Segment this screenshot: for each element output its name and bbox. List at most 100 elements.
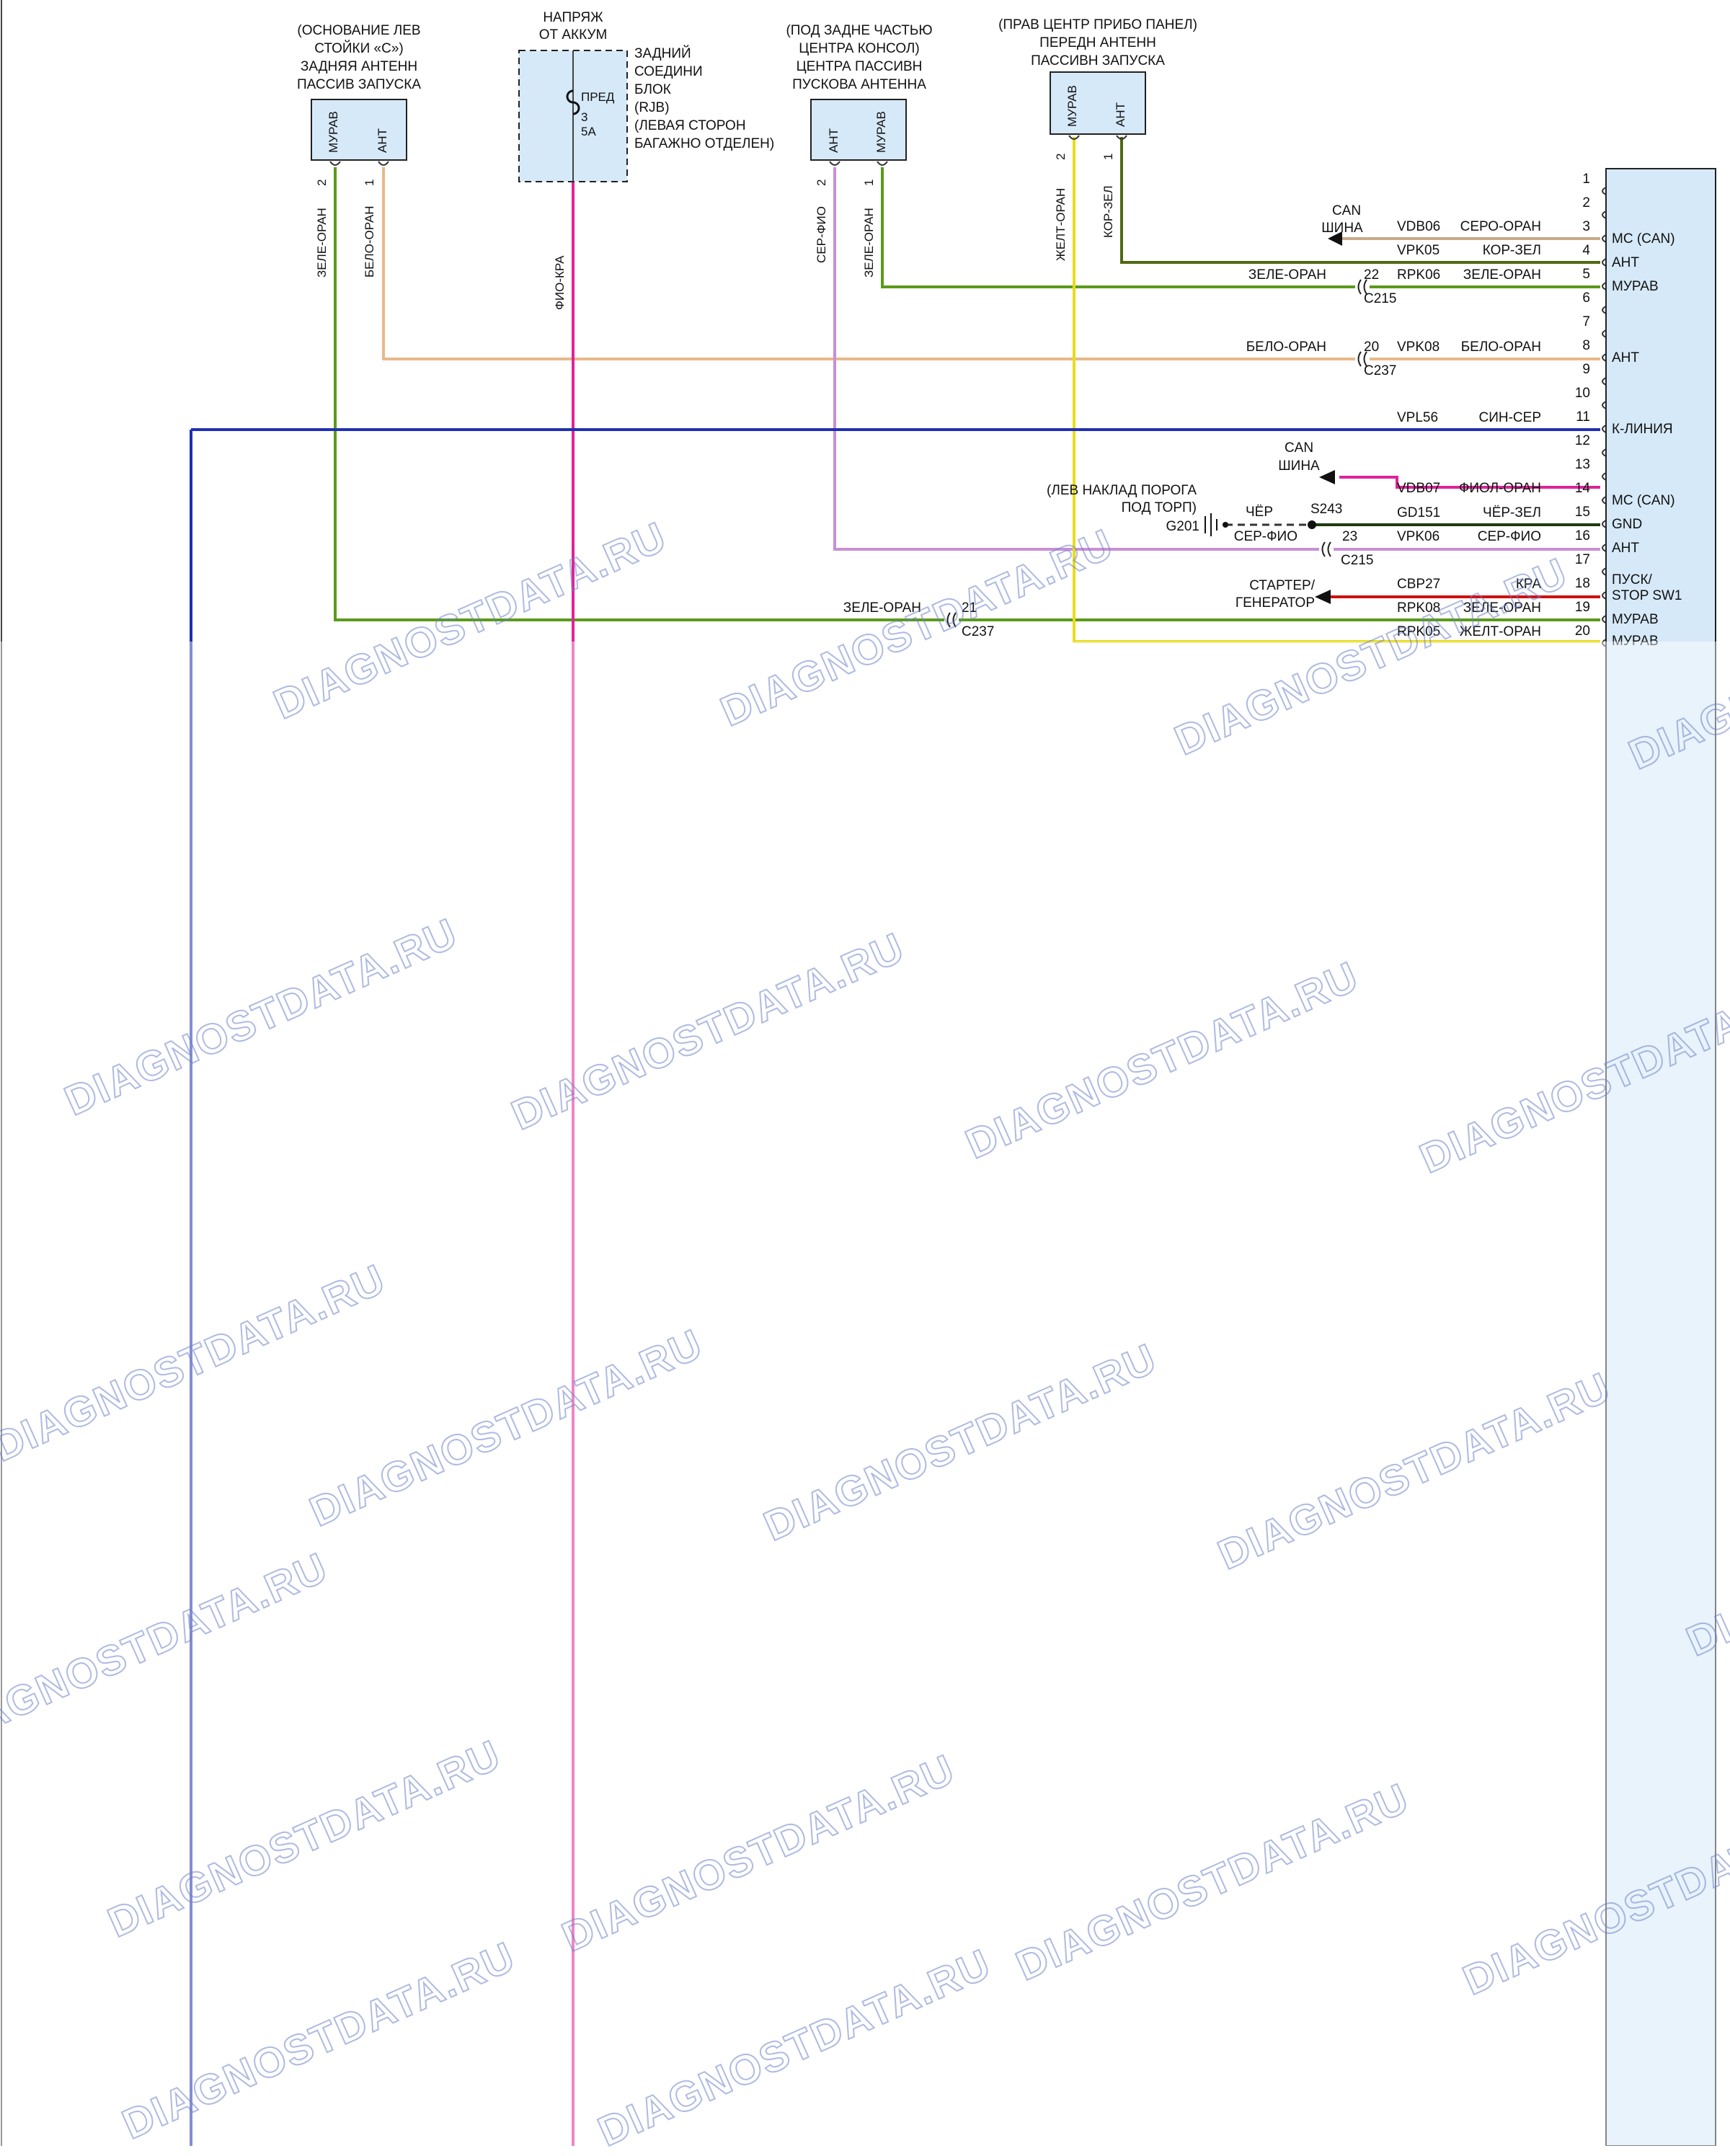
svg-text:МУРАВ: МУРАВ (1612, 612, 1659, 627)
rear-antenna-caption: (ОСНОВАНИЕ ЛЕВ СТОЙКИ «С») ЗАДНЯЯ АНТЕНН… (297, 23, 421, 92)
module-pin-number: 20 (1575, 624, 1590, 639)
module-pin-number: 17 (1575, 552, 1590, 567)
vlabel-front-b: КОР-ЗЕЛ (1101, 185, 1115, 238)
wires (191, 137, 1600, 2146)
svg-text:RPK06: RPK06 (1397, 267, 1440, 283)
svg-text:БАГАЖНО ОТДЕЛЕН): БАГАЖНО ОТДЕЛЕН) (634, 136, 774, 151)
console-antenna-caption: (ПОД ЗАДНЕ ЧАСТЬЮ ЦЕНТРА КОНСОЛ) ЦЕНТРА … (786, 23, 932, 92)
vlabel-front-a: ЖЕЛТ-ОРАН (1054, 188, 1068, 261)
svg-text:ПАССИВН ЗАПУСКА: ПАССИВН ЗАПУСКА (1031, 53, 1165, 68)
can-arrow-2 (1319, 470, 1335, 484)
svg-text:ПОД ТОРП): ПОД ТОРП) (1122, 500, 1197, 515)
module-pin-number: 18 (1575, 576, 1590, 591)
vlabel-console-a: СЕР-ФИО (815, 206, 828, 263)
module-pin-number: 19 (1575, 600, 1590, 615)
svg-text:АНТ: АНТ (1612, 541, 1639, 556)
svg-text:3: 3 (581, 110, 587, 124)
svg-text:VPK05: VPK05 (1397, 243, 1440, 258)
svg-text:(RJB): (RJB) (634, 100, 670, 115)
rear-pin-num-a: 2 (315, 179, 329, 186)
module-pin-number: 12 (1575, 433, 1590, 448)
svg-text:22: 22 (1364, 267, 1379, 283)
svg-text:ПЕРЕДН АНТЕНН: ПЕРЕДН АНТЕНН (1039, 35, 1156, 50)
svg-text:VPK08: VPK08 (1397, 340, 1440, 355)
vlabel-console-b: ЗЕЛЕ-ОРАН (862, 208, 876, 278)
svg-text:СТАРТЕР/: СТАРТЕР/ (1249, 578, 1316, 593)
svg-text:АНТ: АНТ (1612, 350, 1639, 365)
svg-text:CAN: CAN (1332, 203, 1361, 218)
rear-antenna-box (311, 99, 407, 160)
rjb-top-caption: НАПРЯЖ ОТ АККУМ (539, 10, 608, 43)
svg-text:VPK06: VPK06 (1397, 529, 1440, 544)
svg-text:ПРЕД: ПРЕД (581, 90, 615, 104)
vlabel-rear-b: БЕЛО-ОРАН (363, 205, 376, 278)
module-pin-number: 1 (1582, 172, 1590, 187)
svg-text:ШИНА: ШИНА (1321, 221, 1363, 236)
ground-symbol (1205, 513, 1217, 536)
svg-text:(ЛЕВАЯ СТОРОН: (ЛЕВАЯ СТОРОН (634, 118, 746, 133)
module-pin-number: 7 (1582, 314, 1590, 329)
svg-text:STOP SW1: STOP SW1 (1612, 588, 1682, 603)
svg-text:CBP27: CBP27 (1397, 577, 1440, 592)
svg-text:C215: C215 (1341, 553, 1373, 568)
svg-text:VDB06: VDB06 (1397, 219, 1440, 234)
console-pin-murav: МУРАВ (874, 111, 888, 153)
svg-text:КОР-ЗЕЛ: КОР-ЗЕЛ (1483, 243, 1541, 258)
front-pin-num-a: 2 (1054, 154, 1068, 160)
svg-text:ЧЁР-ЗЕЛ: ЧЁР-ЗЕЛ (1483, 505, 1541, 520)
vlabel-rjb: ФИО-КРА (553, 255, 567, 310)
svg-text:СЕРО-ОРАН: СЕРО-ОРАН (1460, 219, 1541, 234)
svg-text:(ПОД ЗАДНЕ ЧАСТЬЮ: (ПОД ЗАДНЕ ЧАСТЬЮ (786, 23, 932, 38)
module-pin-number: 8 (1582, 338, 1590, 353)
svg-text:C215: C215 (1364, 291, 1396, 306)
svg-text:23: 23 (1342, 529, 1357, 544)
svg-text:C237: C237 (1364, 363, 1396, 378)
svg-text:VDB07: VDB07 (1397, 481, 1440, 496)
splice-dot (1308, 520, 1316, 529)
module-pin-number: 3 (1582, 219, 1590, 234)
front-pin-murav: МУРАВ (1065, 85, 1079, 127)
svg-text:СЕР-ФИО: СЕР-ФИО (1478, 529, 1541, 544)
svg-text:МС (CAN): МС (CAN) (1612, 231, 1675, 247)
svg-text:АНТ: АНТ (1612, 255, 1639, 270)
svg-text:ОТ АККУМ: ОТ АККУМ (539, 27, 608, 43)
module-pin-number: 5 (1582, 267, 1590, 282)
console-pin-ant: АНТ (827, 128, 840, 153)
module-pin-number: 14 (1575, 481, 1591, 496)
svg-text:5А: 5А (581, 125, 596, 138)
svg-text:ШИНА: ШИНА (1278, 458, 1320, 474)
svg-text:БЕЛО-ОРАН: БЕЛО-ОРАН (1461, 340, 1541, 355)
module-pin-number: 13 (1575, 457, 1590, 472)
wire-row11-k-line (191, 430, 1600, 2146)
svg-text:ЦЕНТРА КОНСОЛ): ЦЕНТРА КОНСОЛ) (799, 41, 919, 56)
svg-text:(ЛЕВ НАКЛАД ПОРОГА: (ЛЕВ НАКЛАД ПОРОГА (1047, 483, 1197, 498)
svg-text:БЕЛО-ОРАН: БЕЛО-ОРАН (1246, 340, 1326, 355)
vlabel-rear-a: ЗЕЛЕ-ОРАН (315, 208, 329, 278)
svg-text:СТОЙКИ «С»): СТОЙКИ «С») (314, 40, 403, 56)
front-antenna-box (1050, 72, 1145, 134)
svg-text:МУРАВ: МУРАВ (1612, 634, 1659, 649)
svg-text:ПУСКОВА АНТЕННА: ПУСКОВА АНТЕННА (792, 77, 926, 92)
svg-text:ЗАДНЯЯ АНТЕНН: ЗАДНЯЯ АНТЕНН (301, 59, 417, 74)
svg-text:VPL56: VPL56 (1397, 410, 1438, 425)
svg-text:ЗАДНИЙ: ЗАДНИЙ (634, 45, 691, 61)
can-bus-label-1: CAN ШИНА (1321, 203, 1363, 236)
starter-arrow (1315, 590, 1331, 604)
front-pin-num-b: 1 (1101, 154, 1115, 160)
module-pin-number: 16 (1575, 528, 1590, 544)
console-antenna-box (811, 99, 906, 160)
svg-text:GND: GND (1612, 517, 1642, 532)
svg-text:МУРАВ: МУРАВ (1612, 279, 1659, 294)
svg-text:20: 20 (1364, 340, 1379, 355)
console-pin-num-b: 1 (862, 179, 876, 186)
rear-pin-ant: АНТ (376, 128, 389, 153)
module-pin-number: 2 (1582, 195, 1590, 210)
svg-text:GD151: GD151 (1397, 505, 1440, 520)
module-pin-number: 15 (1575, 505, 1590, 520)
can-bus-label-2: CAN ШИНА (1278, 440, 1320, 474)
svg-text:ПАССИВ ЗАПУСКА: ПАССИВ ЗАПУСКА (297, 77, 421, 92)
svg-text:ЧЁР: ЧЁР (1246, 505, 1273, 520)
rear-pin-murav: МУРАВ (327, 111, 340, 153)
svg-text:МС (CAN): МС (CAN) (1612, 493, 1675, 508)
